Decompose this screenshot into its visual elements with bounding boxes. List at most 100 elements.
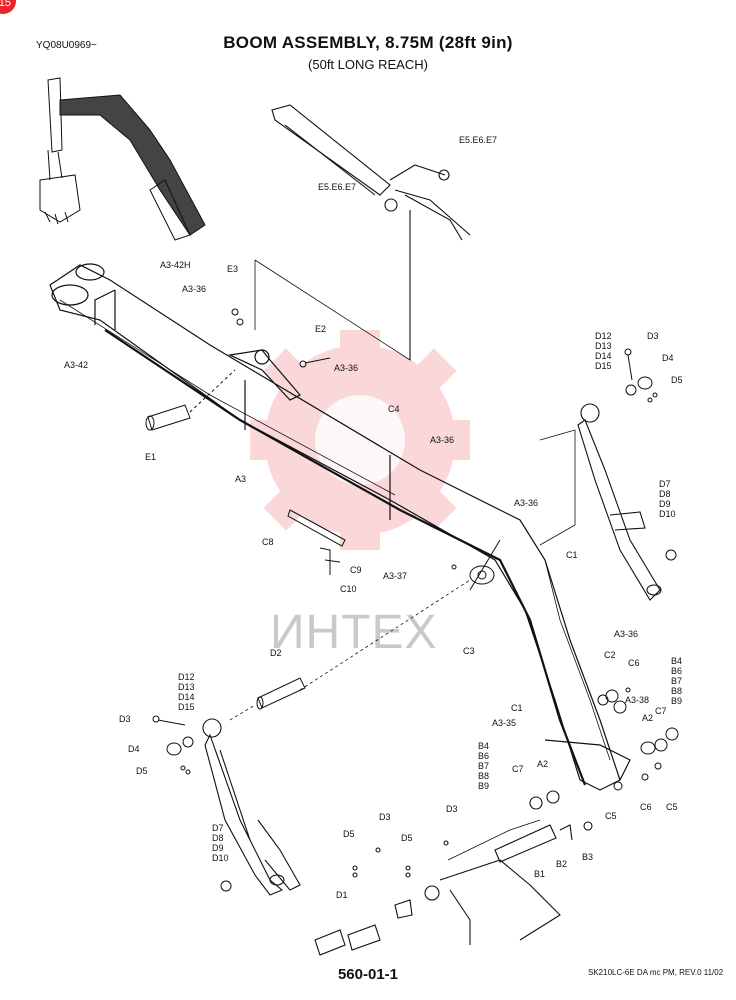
callout-block-line: B9 [478,781,489,791]
callout-c9: C9 [350,565,362,575]
callout-c10: C10 [340,584,357,594]
callout-block-line: D9 [659,499,671,509]
solid-leaders [254,250,576,861]
pin-d2 [256,677,306,710]
callout-block-b4-left: B4 B6 B7 B8 B9 [478,741,489,791]
callout-d5-d: D5 [401,833,413,843]
callout-block-line: B9 [671,696,682,706]
callout-d1: D1 [336,890,348,900]
excavator-inset-icon [39,77,206,241]
callout-block-line: B8 [671,686,682,696]
callout-a3-36-c: A3-36 [430,435,454,445]
callout-d3-b: D3 [119,714,131,724]
revision-note: SK210LC-6E DA mc PM, REV.0 11/02 [588,968,724,977]
callout-d4-a: D4 [662,353,674,363]
callout-block-d7-lower: D7 D8 D9 D10 [212,823,229,863]
callout-c7-a: C7 [655,706,667,716]
callout-block-d12-upper: D12 D13 D14 D15 [595,331,612,371]
callout-d3-d: D3 [446,804,458,814]
arm-cylinder-left [202,718,301,896]
boom-cylinder-hoses-top [271,104,471,360]
callout-block-line: B7 [671,676,682,686]
callout-block-line: D13 [178,682,195,692]
callout-d3-c: D3 [379,812,391,822]
callout-c3: C3 [463,646,475,656]
callout-d2: D2 [270,648,282,658]
document-code: YQ08U0969~ [36,40,97,51]
callout-c1-b: C1 [511,703,523,713]
callout-c7-b: C7 [512,764,524,774]
callout-a2-a: A2 [642,713,653,723]
pin-e1 [145,369,236,431]
callout-block-line: D9 [212,843,224,853]
callout-a3: A3 [235,474,246,484]
boom-foot-pins [314,790,593,956]
callout-a3-35: A3-35 [492,718,516,728]
part-callouts: A3-42H A3-42 A3-36 A3-36 A3-36 A3-36 A3-… [64,135,683,900]
callout-b3: B3 [582,852,593,862]
callout-c5-b: C5 [666,802,678,812]
callout-block-line: D8 [659,489,671,499]
callout-a3-42h: A3-42H [160,260,191,270]
callout-block-line: D15 [595,361,612,371]
watermark-gear-hole [315,395,405,485]
callout-a3-42: A3-42 [64,360,88,370]
callout-block-line: D13 [595,341,612,351]
bolt-e2 [231,308,331,368]
callout-d4-b: D4 [128,744,140,754]
callout-c2: C2 [604,650,616,660]
callout-b2: B2 [556,859,567,869]
callout-block-line: B8 [478,771,489,781]
callout-block-d12-lower: D12 D13 D14 D15 [178,672,195,712]
callout-block-d7-upper: D7 D8 D9 D10 [659,479,676,519]
callout-block-line: B7 [478,761,489,771]
watermark-text: ИНТЕХ [270,606,438,659]
clamp-c3 [469,539,501,591]
callout-e3: E3 [227,264,238,274]
callout-block-line: D10 [659,509,676,519]
boom-structure [49,263,631,791]
callout-block-line: B4 [671,656,682,666]
callout-block-line: D7 [659,479,671,489]
callout-block-line: D8 [212,833,224,843]
callout-block-line: D12 [595,331,612,341]
callout-block-line: D14 [178,692,195,702]
callout-d5-c: D5 [343,829,355,839]
callout-d5-a: D5 [671,375,683,385]
callout-c4: C4 [388,404,400,414]
callout-block-line: D12 [178,672,195,682]
boom-cylinder-right [577,403,662,601]
callout-block-line: D15 [178,702,195,712]
page-number: 560-01-1 [337,966,399,983]
callout-b1: B1 [534,869,545,879]
callout-e1: E1 [145,452,156,462]
callout-block-b4-right: B4 B6 B7 B8 B9 [671,656,682,706]
hardware-d-left [152,715,232,892]
callout-c5-a: C5 [605,811,617,821]
callout-block-line: B4 [478,741,489,751]
callout-block-line: D14 [595,351,612,361]
page-subtitle: (50ft LONG REACH) [308,57,428,72]
page-title: BOOM ASSEMBLY, 8.75M (28ft 9in) [223,33,513,52]
callout-e5-e6-e7-a: E5.E6.E7 [459,135,497,145]
callout-a3-36-a: A3-36 [182,284,206,294]
callout-c1-a: C1 [566,550,578,560]
hardware-c-right [451,564,679,791]
callout-c6-b: C6 [640,802,652,812]
callout-a3-38: A3-38 [625,695,649,705]
callout-e2: E2 [315,324,326,334]
callout-block-line: B6 [671,666,682,676]
callout-a2-b: A2 [537,759,548,769]
callout-block-line: D10 [212,853,229,863]
callout-block-line: B6 [478,751,489,761]
callout-a3-36-d: A3-36 [514,498,538,508]
callout-d3-a: D3 [647,331,659,341]
callout-d5-b: D5 [136,766,148,776]
callout-block-line: D7 [212,823,224,833]
callout-a3-36-e: A3-36 [614,629,638,639]
callout-a3-37: A3-37 [383,571,407,581]
bracket-c8 [287,509,346,575]
callout-c8: C8 [262,537,274,547]
callout-c6-a: C6 [628,658,640,668]
